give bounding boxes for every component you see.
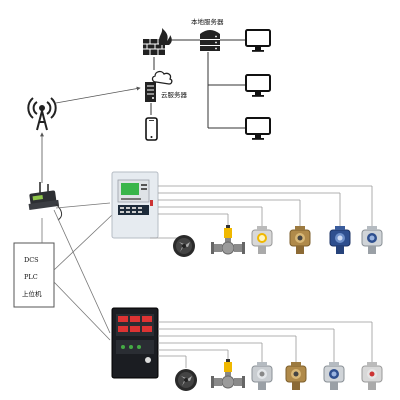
gas-controller-panel-icon (111, 307, 159, 379)
cloud-server-icon (145, 70, 173, 102)
monitor-icon (245, 117, 271, 140)
monitor-icon (245, 29, 271, 52)
gas-detector-icon (251, 362, 273, 390)
plc-label: PLC (24, 273, 38, 281)
dtu-gateway-icon (28, 182, 63, 221)
antenna-to-cloud-link (55, 86, 141, 104)
firewall-icon (143, 28, 172, 55)
antenna-icon (27, 97, 57, 131)
local-server-icon (200, 30, 220, 51)
gas-detector-icon (289, 226, 311, 254)
dcs-plc-box (13, 242, 55, 308)
gas-detector-icon (251, 226, 273, 254)
fan-icon (175, 369, 197, 391)
monitor-icon (245, 74, 271, 97)
solenoid-valve-icon (211, 225, 245, 255)
gas-detector-icon (323, 362, 345, 390)
fan-icon (173, 235, 195, 257)
gas-detector-icon (329, 226, 351, 254)
gas-detector-icon (361, 362, 383, 390)
gas-detector-icon (285, 362, 307, 390)
smartphone-icon (145, 117, 158, 141)
dcs-label: DCS (24, 256, 39, 264)
solenoid-valve-icon (211, 359, 245, 389)
cloud-server-label: 云服务器 (161, 90, 188, 99)
gas-detector-icon (361, 226, 383, 254)
local-server-label: 本地服务器 (191, 17, 224, 26)
host-computer-label: 上位机 (22, 289, 42, 298)
gas-controller-panel-icon (111, 171, 159, 239)
